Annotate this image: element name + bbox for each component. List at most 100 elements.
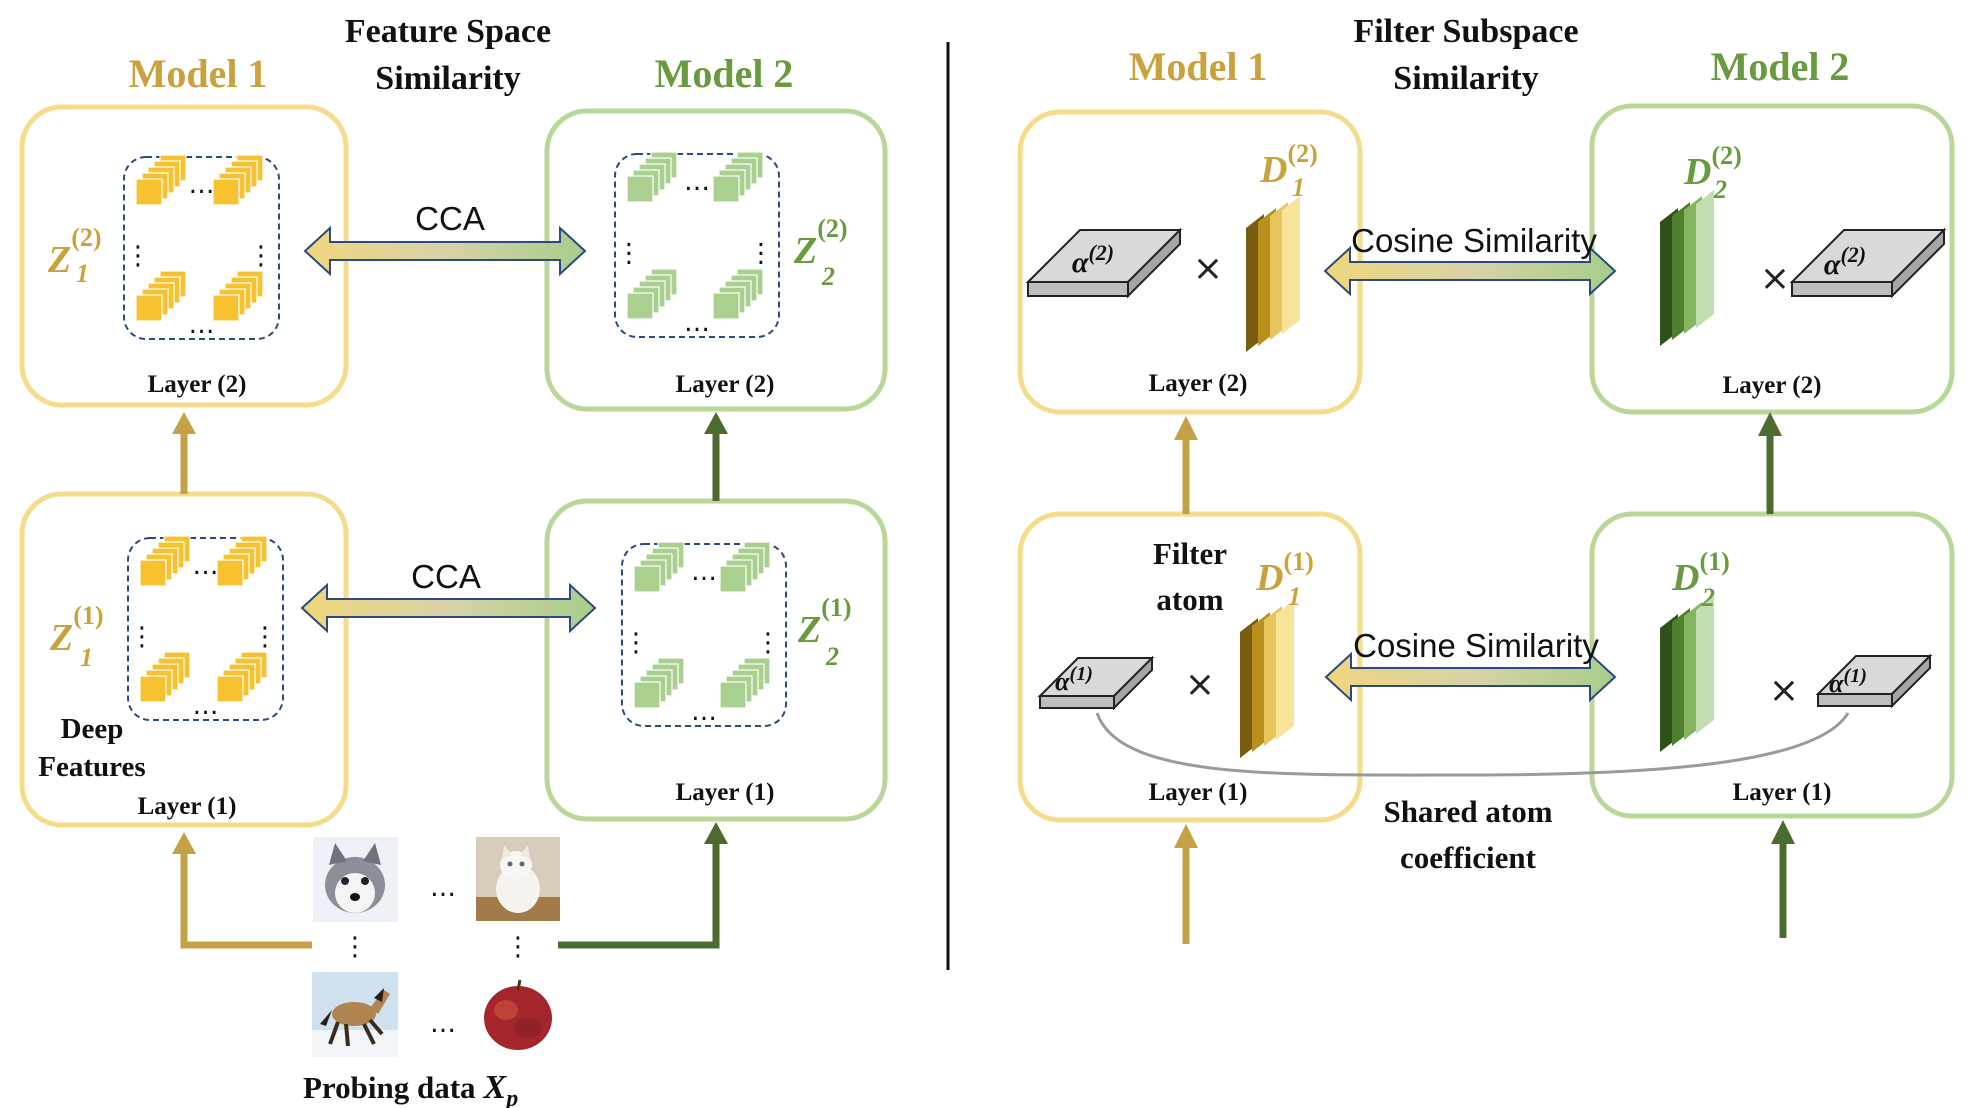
right-cosine-top-arrow bbox=[1323, 245, 1617, 297]
dots-h-bottom: … bbox=[189, 310, 215, 340]
right-m1-top-times: × bbox=[1193, 248, 1223, 289]
right-m1-bottom-times: × bbox=[1185, 664, 1215, 705]
right-m1-bottom-sub: 1 bbox=[1288, 582, 1301, 611]
atom-coefficient-slabs bbox=[1025, 227, 1947, 711]
left-m1-top-sub: 1 bbox=[76, 259, 89, 288]
slab-front bbox=[1039, 695, 1115, 709]
slab-front bbox=[1027, 281, 1129, 297]
left-m2-top-feature-group bbox=[614, 153, 780, 338]
probe-dots-h1: … bbox=[430, 873, 456, 903]
left-model2-label: Model 2 bbox=[655, 51, 794, 96]
dots-v-right: ⋮ bbox=[748, 239, 774, 269]
var-letter: D bbox=[1255, 557, 1283, 599]
filter-atom bbox=[1282, 196, 1300, 334]
right-m2-bottom-sub: 2 bbox=[1701, 583, 1715, 612]
right-m2-top-times: × bbox=[1760, 258, 1790, 299]
feature-map bbox=[633, 565, 661, 593]
right-m2-top-layer-label: Layer (2) bbox=[1723, 372, 1822, 399]
feature-map bbox=[712, 292, 740, 320]
alpha: α bbox=[1055, 667, 1070, 696]
probe-image-apple bbox=[476, 972, 560, 1056]
dots-v-left: ⋮ bbox=[125, 241, 151, 271]
right-m2-bottom-times: × bbox=[1769, 670, 1799, 711]
alpha-sup: (2) bbox=[1088, 240, 1114, 265]
feature-map bbox=[212, 294, 240, 322]
alpha: α bbox=[1824, 248, 1841, 281]
slab-side bbox=[1891, 653, 1931, 709]
dots-h-top: … bbox=[691, 557, 717, 587]
var-sup: (2) bbox=[71, 223, 101, 252]
left-m2-bottom-feature-maps: ……⋮⋮ bbox=[623, 541, 781, 727]
right-m2-top-alpha: α(2) bbox=[1824, 242, 1866, 281]
right-model1-label: Model 1 bbox=[1129, 44, 1268, 89]
left-m2-top-sub: 2 bbox=[821, 262, 835, 291]
feature-map bbox=[626, 175, 654, 203]
feature-map bbox=[135, 294, 163, 322]
left-m2-top-feature-maps: ……⋮⋮ bbox=[616, 151, 774, 338]
filter-atom bbox=[1696, 596, 1714, 734]
left-cca-top-label: CCA bbox=[415, 200, 485, 237]
left-m2-bottom-feature-group bbox=[621, 543, 787, 727]
filter-atom-line2: atom bbox=[1156, 582, 1223, 617]
right-m1-bottom-var: D(1) bbox=[1255, 547, 1314, 599]
right-m2-top-sub: 2 bbox=[1713, 175, 1727, 204]
right-m1-top-layer-label: Layer (2) bbox=[1149, 370, 1248, 397]
feature-map bbox=[139, 675, 167, 703]
right-m1-up-arrow bbox=[1174, 416, 1198, 514]
left-m1-bottom-feature-group bbox=[127, 537, 284, 721]
left-m1-bottom-var: Z(1) bbox=[49, 601, 104, 659]
alpha-sup: (1) bbox=[1070, 663, 1093, 685]
right-m2-bottom-layer-label: Layer (1) bbox=[1733, 779, 1832, 806]
left-m1-top-feature-group bbox=[123, 156, 280, 340]
right-m2-top-var: D(2) bbox=[1683, 141, 1742, 193]
deep-features-line1: Deep bbox=[61, 713, 124, 745]
dots-v-right: ⋮ bbox=[755, 628, 781, 658]
dots-v-left: ⋮ bbox=[129, 622, 155, 652]
probing-text: Probing data bbox=[303, 1070, 476, 1105]
left-model1-label: Model 1 bbox=[129, 51, 268, 96]
probe-dots-h2: … bbox=[430, 1009, 456, 1039]
slab-side bbox=[1127, 227, 1181, 299]
probe-dots-v1: ⋮ bbox=[342, 932, 368, 962]
probing-sub: p bbox=[504, 1086, 518, 1108]
left-m1-top-layer-label: Layer (2) bbox=[148, 371, 247, 398]
left-m2-bottom-layer-label: Layer (1) bbox=[676, 779, 775, 806]
var-sup: (1) bbox=[73, 601, 103, 630]
probe-image-horse bbox=[312, 972, 398, 1057]
var-sup: (2) bbox=[1711, 141, 1741, 170]
dots-h-bottom: … bbox=[684, 308, 710, 338]
feature-map bbox=[139, 559, 167, 587]
right-panel: Filter Subspace Similarity Model 1 Model… bbox=[1017, 13, 1955, 944]
var-sup: (1) bbox=[821, 593, 851, 622]
right-title-line2: Similarity bbox=[1393, 60, 1538, 97]
dots-h-bottom: … bbox=[691, 697, 717, 727]
left-m2-top-layer-label: Layer (2) bbox=[676, 371, 775, 398]
var-letter: Z bbox=[47, 239, 71, 281]
right-model2-label: Model 2 bbox=[1711, 44, 1850, 89]
right-m1-top-alpha: α(2) bbox=[1072, 240, 1114, 279]
left-m2-top-var: Z(2) bbox=[793, 214, 848, 272]
alpha: α bbox=[1072, 246, 1089, 279]
right-m2-bottom-alpha: α(1) bbox=[1829, 665, 1867, 698]
feature-map bbox=[212, 178, 240, 206]
slab-side bbox=[1113, 655, 1153, 711]
right-m1-bottom-alpha: α(1) bbox=[1055, 663, 1093, 696]
var-letter: D bbox=[1683, 151, 1711, 193]
left-title-line1: Feature Space bbox=[345, 13, 551, 50]
left-m1-bottom-feature-maps: ……⋮⋮ bbox=[129, 535, 278, 721]
var-sup: (2) bbox=[817, 214, 847, 243]
left-m1-bottom-sub: 1 bbox=[80, 643, 93, 672]
var-letter: Z bbox=[793, 230, 817, 272]
var-letter: Z bbox=[797, 609, 821, 651]
right-cosine-bottom-arrow bbox=[1324, 651, 1617, 703]
left-cca-bottom-arrow bbox=[300, 582, 597, 634]
left-m1-up-arrow bbox=[172, 412, 196, 494]
left-cca-bottom-label: CCA bbox=[411, 558, 481, 595]
var-letter: Z bbox=[49, 617, 73, 659]
probe-dots-v2: ⋮ bbox=[505, 932, 531, 962]
var-sup: (1) bbox=[1699, 547, 1729, 576]
right-title-line1: Filter Subspace bbox=[1353, 13, 1578, 50]
probe-image-kitten bbox=[476, 837, 560, 921]
slab-front bbox=[1791, 281, 1893, 297]
